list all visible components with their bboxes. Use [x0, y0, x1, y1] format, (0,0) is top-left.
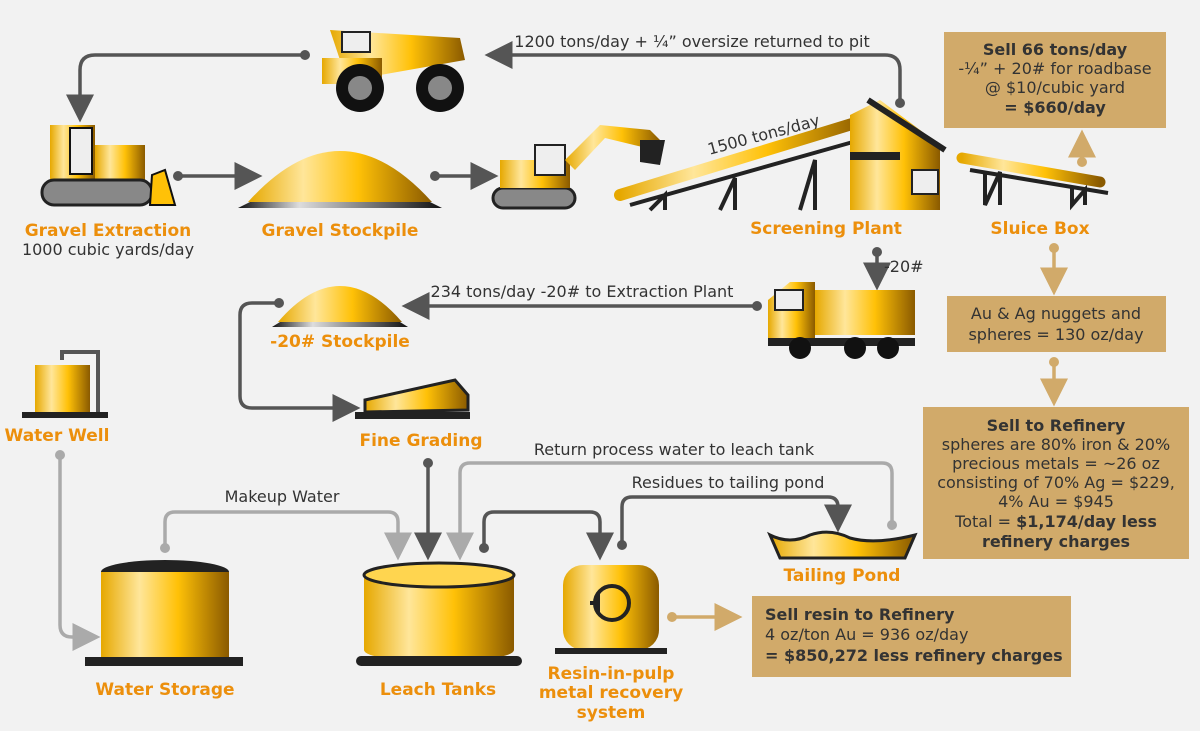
- excavator-icon: [491, 125, 665, 210]
- box-line: precious metals = ~26 oz: [952, 454, 1160, 473]
- resin-sale-box: Sell resin to Refinery 4 oz/ton Au = 936…: [752, 596, 1071, 677]
- nuggets-box: Au & Ag nuggets and spheres = 130 oz/day: [947, 296, 1166, 352]
- to-extraction-text: 234 tons/day -20# to Extraction Plant: [431, 282, 734, 301]
- water-storage-label: Water Storage: [95, 680, 234, 700]
- box-title: Sell resin to Refinery: [765, 605, 955, 624]
- minus20-stockpile-icon: [272, 286, 408, 327]
- resin-tank-icon: [555, 565, 667, 654]
- gravel-extraction-rate: 1000 cubic yards/day: [22, 240, 194, 259]
- screening-plant-icon: [614, 97, 947, 212]
- gravel-stockpile-icon: [238, 151, 442, 208]
- box-line: @ $10/cubic yard: [985, 78, 1125, 97]
- minus20-text: -20#: [884, 257, 924, 276]
- gravel-extraction-label: Gravel Extraction: [25, 221, 192, 241]
- leach-tanks-label: Leach Tanks: [380, 680, 496, 700]
- minus20-stockpile-label: -20# Stockpile: [270, 332, 410, 352]
- bulldozer-icon: [40, 125, 177, 207]
- resin-label-line: metal recovery: [539, 683, 683, 703]
- box-line: consisting of 70% Ag = $229,: [937, 473, 1175, 492]
- oversize-return-text: 1200 tons/day + ¼” oversize returned to …: [514, 32, 869, 51]
- truck-to-extraction-arrow: [66, 53, 305, 123]
- water-well-icon: [22, 350, 108, 418]
- fine-grading-label: Fine Grading: [359, 431, 482, 451]
- screening-plant-label: Screening Plant: [750, 219, 902, 239]
- leach-tanks-icon: [356, 561, 522, 666]
- fine-grading-icon: [355, 378, 470, 419]
- box-line: 4% Au = $945: [998, 492, 1114, 511]
- sluice-box-label: Sluice Box: [990, 219, 1089, 239]
- return-water-text: Return process water to leach tank: [534, 440, 815, 459]
- makeup-water-text: Makeup Water: [225, 487, 340, 506]
- box-total: = $850,272 less refinery charges: [765, 646, 1063, 665]
- box-line: 4 oz/ton Au = 936 oz/day: [765, 625, 968, 644]
- water-well-label: Water Well: [5, 426, 110, 446]
- residues-text: Residues to tailing pond: [632, 473, 825, 492]
- box-total: refinery charges: [982, 532, 1130, 551]
- box-line: Au & Ag nuggets and: [971, 304, 1141, 323]
- resin-label-line: system: [577, 703, 646, 723]
- gravel-stockpile-label: Gravel Stockpile: [262, 221, 419, 241]
- flow-arrows: [55, 41, 1096, 651]
- oversize-return-arrow: [484, 41, 902, 103]
- sluice-box-icon: [956, 152, 1109, 211]
- roadbase-sale-box: Sell 66 tons/day -¼” + 20# for roadbase …: [944, 32, 1166, 128]
- tailing-pond-icon: [766, 530, 918, 560]
- box-line: spheres are 80% iron & 20%: [942, 435, 1170, 454]
- box-title: Sell 66 tons/day: [983, 40, 1128, 59]
- box-total: Total = $1,174/day less: [954, 512, 1157, 531]
- haul-truck-icon: [322, 30, 465, 112]
- tailing-pond-label: Tailing Pond: [784, 566, 901, 586]
- water-storage-tank-icon: [85, 560, 243, 666]
- refinery-box: Sell to Refinery spheres are 80% iron & …: [923, 407, 1189, 559]
- resin-label-line: Resin-in-pulp: [548, 664, 675, 684]
- box-title: Sell to Refinery: [987, 416, 1126, 435]
- box-total: = $660/day: [1004, 98, 1106, 117]
- box-line: -¼” + 20# for roadbase: [958, 59, 1151, 78]
- box-line: spheres = 130 oz/day: [968, 325, 1143, 344]
- dump-truck-icon: [768, 282, 915, 359]
